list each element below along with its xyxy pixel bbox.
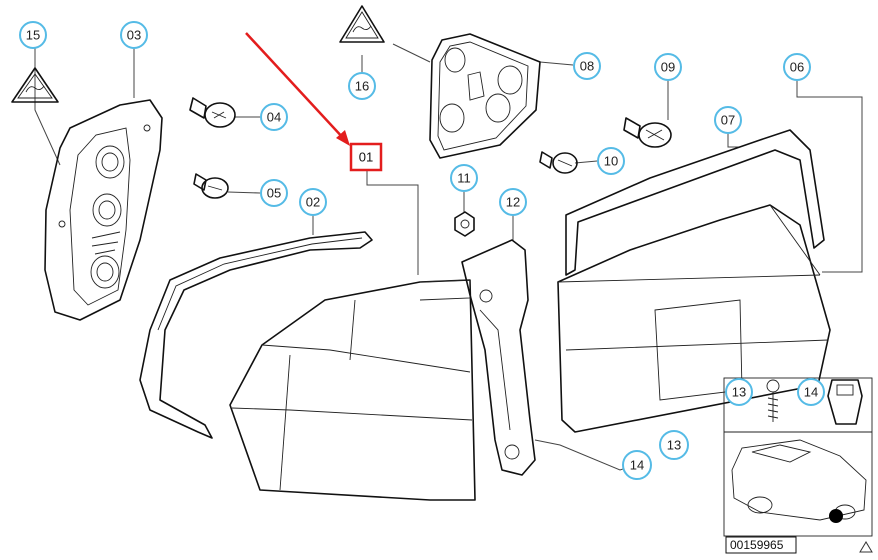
svg-text:15: 15: [26, 28, 40, 43]
svg-text:04: 04: [267, 110, 281, 125]
bulb-09[interactable]: [623, 117, 672, 148]
gasket-07[interactable]: [565, 129, 825, 276]
callout-08[interactable]: 08: [573, 52, 601, 80]
callout-05[interactable]: 05: [260, 179, 288, 207]
bulb-04[interactable]: [189, 97, 236, 128]
nut-11[interactable]: [454, 211, 475, 237]
callout-11[interactable]: 11: [450, 164, 478, 192]
callout-13-inset[interactable]: 13: [725, 378, 753, 406]
svg-text:06: 06: [790, 60, 804, 75]
callout-14[interactable]: 14: [622, 450, 652, 480]
svg-text:11: 11: [457, 171, 471, 186]
svg-text:13: 13: [667, 438, 681, 453]
gasket-02[interactable]: [139, 231, 373, 439]
warning-sign-15: [11, 67, 59, 103]
callout-07[interactable]: 07: [714, 106, 742, 134]
leader-lines: [34, 43, 863, 471]
svg-text:16: 16: [355, 79, 369, 94]
rear-light-01[interactable]: [229, 279, 476, 501]
svg-text:03: 03: [127, 28, 141, 43]
svg-text:07: 07: [721, 113, 735, 128]
svg-text:09: 09: [661, 60, 675, 75]
rear-light-position-marker: [829, 509, 843, 523]
svg-text:10: 10: [604, 154, 618, 169]
callout-03[interactable]: 03: [120, 21, 148, 49]
callout-12[interactable]: 12: [499, 188, 527, 216]
bulb-holder-08[interactable]: [429, 33, 541, 159]
car-silhouette: [731, 439, 867, 521]
svg-text:05: 05: [267, 186, 281, 201]
svg-text:14: 14: [804, 385, 818, 400]
bulb-10[interactable]: [539, 151, 578, 174]
callout-14-inset[interactable]: 14: [797, 378, 825, 406]
warning-sign-16: [339, 5, 385, 43]
callout-02[interactable]: 02: [299, 188, 327, 216]
callout-10[interactable]: 10: [597, 147, 625, 175]
callout-09[interactable]: 09: [654, 53, 682, 81]
rear-light-06[interactable]: [557, 204, 831, 433]
detail-inset: [723, 377, 873, 537]
callout-06[interactable]: 06: [783, 53, 811, 81]
callout-15[interactable]: 15: [19, 21, 47, 49]
svg-text:12: 12: [506, 195, 520, 210]
bulb-05[interactable]: [193, 173, 229, 199]
clip-14[interactable]: [827, 379, 863, 425]
svg-text:14: 14: [630, 458, 644, 473]
selection-arrow: [245, 32, 350, 146]
selected-part-label[interactable]: 01: [349, 142, 383, 172]
bracket-12[interactable]: [461, 239, 536, 476]
diagram-number: 00159965: [725, 536, 797, 554]
scroll-up-icon[interactable]: [859, 541, 873, 553]
svg-text:02: 02: [306, 195, 320, 210]
svg-text:08: 08: [580, 59, 594, 74]
callout-16[interactable]: 16: [348, 72, 376, 100]
selected-part-number: 01: [359, 150, 373, 165]
screw-13[interactable]: [766, 379, 780, 422]
bulb-carrier-03[interactable]: [44, 99, 163, 321]
callout-13[interactable]: 13: [659, 430, 689, 460]
svg-text:13: 13: [732, 385, 746, 400]
callout-04[interactable]: 04: [260, 103, 288, 131]
diagram-number-text: 00159965: [730, 538, 784, 552]
